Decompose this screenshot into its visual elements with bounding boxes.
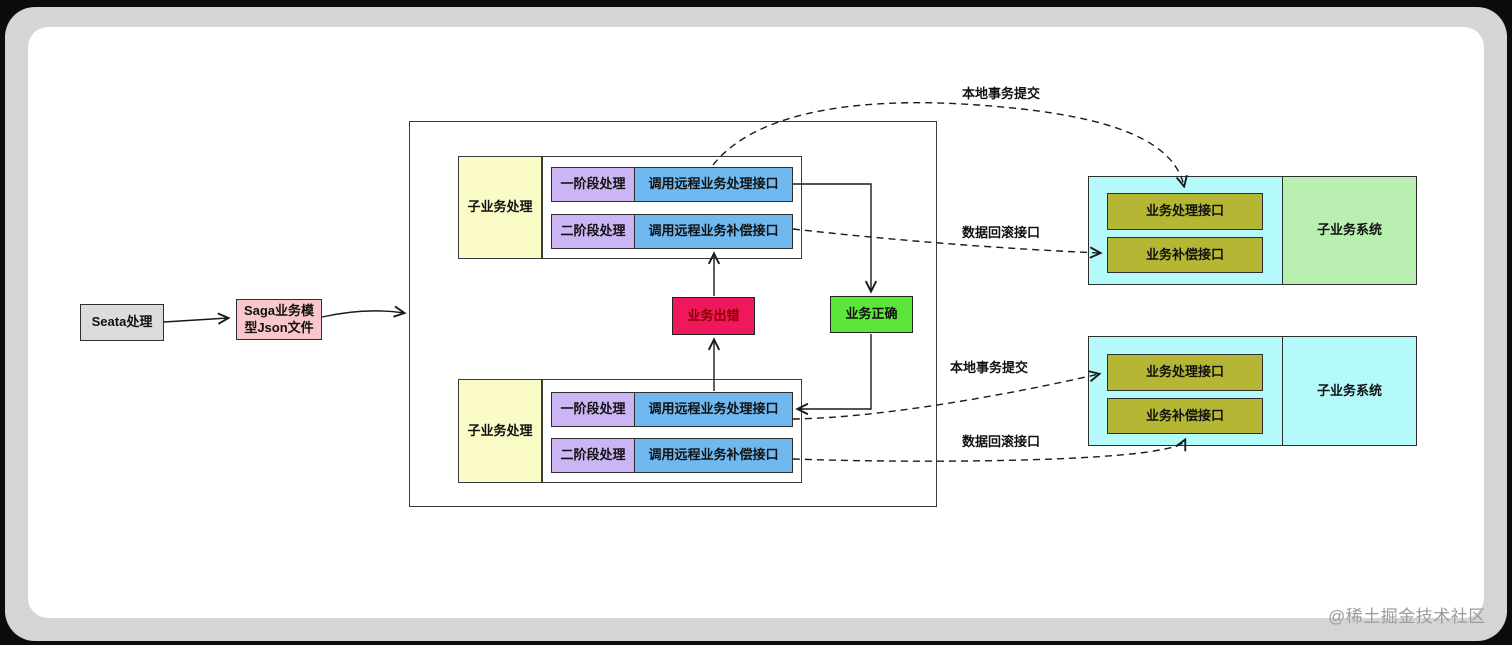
system-bottom-panel: 子业务系统 <box>1282 337 1416 445</box>
edge-label-rollback-bottom: 数据回滚接口 <box>962 434 1041 449</box>
group-top-remote-process-call-box: 调用远程业务处理接口 <box>634 167 793 202</box>
group-top-label-box: 子业务处理 <box>458 156 542 259</box>
group-bottom-phase-one-box: 一阶段处理 <box>551 392 635 427</box>
business-correct-node: 业务正确 <box>830 296 913 333</box>
edge-label-commit-top: 本地事务提交 <box>962 86 1041 101</box>
saga-model-node: Saga业务模型Json文件 <box>236 299 322 340</box>
group-bottom-label-box: 子业务处理 <box>458 379 542 483</box>
group-bottom-remote-process-call-box: 调用远程业务处理接口 <box>634 392 793 427</box>
group-bottom-phase-two-box: 二阶段处理 <box>551 438 635 473</box>
seata-node: Seata处理 <box>80 304 164 341</box>
group-top-remote-compensate-call-box: 调用远程业务补偿接口 <box>634 214 793 249</box>
system-top-panel: 子业务系统 <box>1282 177 1416 284</box>
juejin-watermark: @稀土掘金技术社区 <box>1328 607 1486 626</box>
system-bottom-compensate-interface-box: 业务补偿接口 <box>1107 398 1263 434</box>
edge-label-rollback-top: 数据回滚接口 <box>962 225 1041 240</box>
group-bottom-remote-compensate-call-box: 调用远程业务补偿接口 <box>634 438 793 473</box>
edge-label-commit-bottom: 本地事务提交 <box>950 360 1029 375</box>
system-top-compensate-interface-box: 业务补偿接口 <box>1107 237 1263 273</box>
system-top-process-interface-box: 业务处理接口 <box>1107 193 1263 230</box>
group-top-phase-two-box: 二阶段处理 <box>551 214 635 249</box>
business-error-node: 业务出错 <box>672 297 755 335</box>
group-top-phase-one-box: 一阶段处理 <box>551 167 635 202</box>
system-bottom-process-interface-box: 业务处理接口 <box>1107 354 1263 391</box>
